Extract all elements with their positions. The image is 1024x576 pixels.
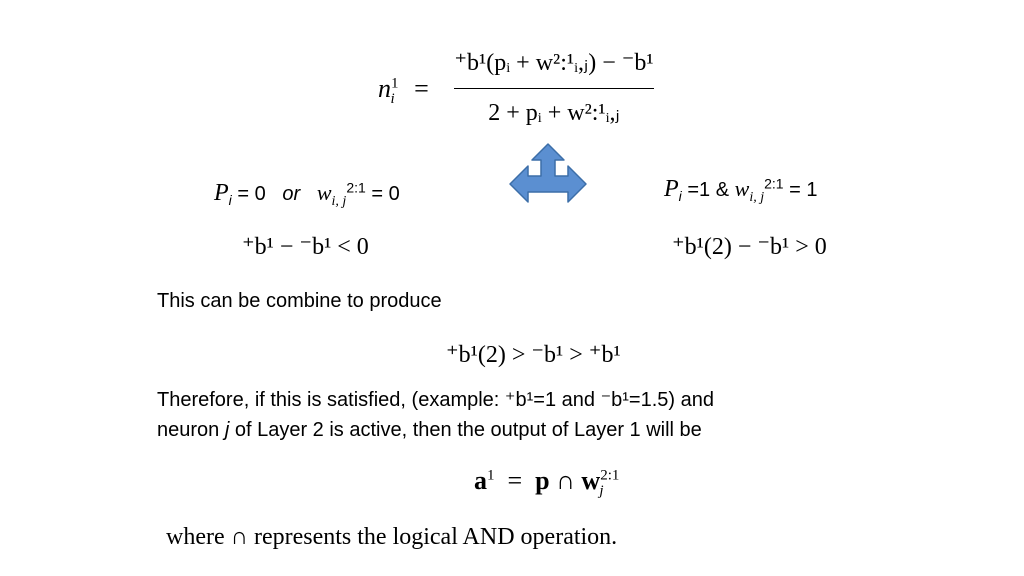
- w-subscript: i, j: [331, 194, 347, 209]
- layer-text: of Layer 2 is active, then the output of…: [229, 419, 702, 441]
- example-b-minus: ⁻b¹=1.5: [600, 389, 669, 411]
- w-superscript: 2:1: [346, 179, 366, 196]
- fraction-bar: [454, 88, 654, 89]
- p-vector: p: [535, 466, 550, 495]
- therefore-text-b: ) and: [668, 389, 714, 411]
- example-b-plus: ⁺b¹=1: [504, 389, 557, 411]
- intersection-symbol: ∩: [556, 466, 575, 495]
- p-symbol: P: [214, 180, 229, 206]
- left-condition: Pi = 0 or wi, j2:1 = 0: [214, 179, 400, 209]
- combine-text: This can be combine to produce: [157, 290, 442, 312]
- therefore-line-1: Therefore, if this is satisfied, (exampl…: [157, 387, 714, 412]
- equation-lhs: n1i =: [378, 74, 429, 108]
- right-inequality: ⁺b¹(2) − ⁻b¹ > 0: [672, 234, 827, 260]
- neuron-text: neuron: [157, 419, 225, 441]
- numerator: ⁺b¹(pᵢ + w²:¹ᵢ,ⱼ) − ⁻b¹: [454, 50, 654, 76]
- a-superscript: 1: [487, 467, 495, 484]
- p-symbol: P: [664, 176, 679, 202]
- p-subscript: i: [228, 192, 232, 208]
- equals-sign: =: [414, 74, 429, 103]
- caption: where ∩ represents the logical AND opera…: [166, 524, 618, 550]
- w-subscript: i, j: [749, 190, 765, 205]
- and-text: and: [556, 389, 601, 411]
- w-superscript: 2:1: [764, 175, 784, 192]
- n-superscript: 1: [391, 75, 399, 92]
- w-superscript: 2:1: [600, 467, 620, 484]
- equals-zero-b: = 0: [371, 183, 400, 205]
- right-condition: Pi =1 & wi, j2:1 = 1: [664, 175, 818, 205]
- n-symbol: n: [378, 74, 391, 103]
- denominator: 2 + pᵢ + w²:¹ᵢ,ⱼ: [488, 100, 620, 126]
- combined-inequality: ⁺b¹(2) > ⁻b¹ > ⁺b¹: [446, 342, 621, 368]
- therefore-text-a: Therefore, if this is satisfied, (exampl…: [157, 389, 505, 411]
- equals-sign: =: [507, 466, 523, 495]
- w-symbol: w: [316, 180, 332, 205]
- therefore-line-2: neuron j of Layer 2 is active, then the …: [157, 419, 702, 442]
- equals-zero: = 0: [237, 183, 266, 205]
- w-vector: w: [581, 466, 601, 495]
- three-way-arrow-icon: [509, 143, 587, 203]
- w-symbol: w: [734, 176, 750, 201]
- j-symbol: j: [224, 419, 230, 441]
- main-equation: n1i = ⁺b¹(pᵢ + w²:¹ᵢ,ⱼ) − ⁻b¹ 2 + pᵢ + w…: [378, 40, 668, 140]
- w-subscript: j: [599, 483, 604, 500]
- fraction: ⁺b¹(pᵢ + w²:¹ᵢ,ⱼ) − ⁻b¹ 2 + pᵢ + w²:¹ᵢ,ⱼ: [454, 40, 654, 135]
- a-symbol: a: [474, 466, 487, 495]
- p-subscript: i: [678, 188, 682, 204]
- or-text: or: [282, 183, 301, 205]
- n-subscript: i: [390, 91, 395, 108]
- output-equation: a1 = p ∩ w2:1j: [474, 466, 619, 500]
- equals-one: = 1: [789, 179, 818, 201]
- equals-one-and: =1 &: [687, 179, 730, 201]
- left-inequality: ⁺b¹ − ⁻b¹ < 0: [242, 234, 369, 260]
